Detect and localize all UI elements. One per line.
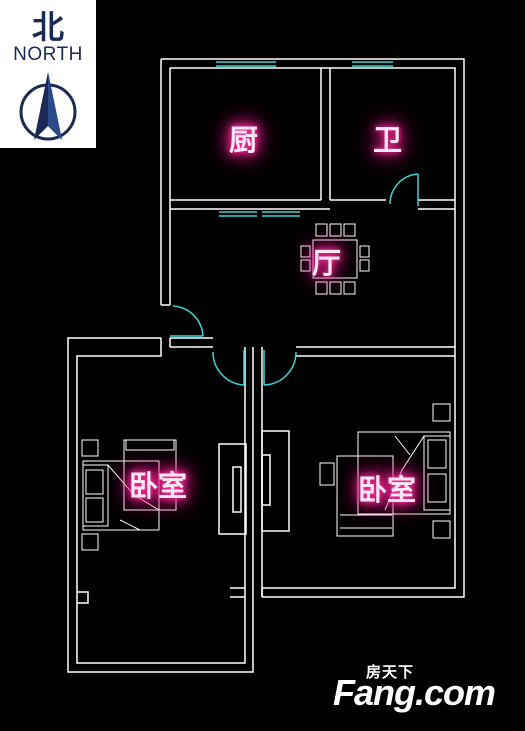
dining-table	[312, 239, 358, 279]
central-partition-lower	[244, 386, 263, 597]
kitchen-bath-wall	[320, 68, 331, 200]
entry-door	[170, 305, 204, 337]
left-nightstand-2	[81, 533, 99, 551]
left-bed-pillow-1	[85, 469, 104, 495]
dining-chair-4	[315, 281, 328, 295]
room-label-kitchen: 厨	[229, 123, 259, 157]
dining-chair-10	[359, 259, 370, 272]
dining-chair-7	[300, 245, 311, 258]
bath-window	[352, 61, 393, 67]
right-nightstand-1	[432, 403, 451, 422]
walls	[67, 58, 465, 673]
central-partition	[244, 347, 263, 386]
bathroom-door	[389, 173, 419, 206]
windows	[216, 61, 393, 217]
right-bed-pillow-1	[427, 439, 447, 469]
bath-lower-wall	[330, 199, 455, 210]
left-bedroom-notch	[77, 587, 245, 604]
right-desk-chair	[319, 462, 335, 486]
compass-north-en: NORTH	[13, 44, 83, 65]
watermark-logo: Fang.com	[333, 672, 496, 713]
room-label-living: 厅	[312, 246, 342, 280]
dining-chair-8	[300, 259, 311, 272]
left-bed-headboard	[82, 464, 109, 527]
inner-wall-top	[170, 67, 456, 589]
dining-set	[300, 223, 370, 295]
right-bedroom-door	[263, 350, 297, 386]
left-bed-blanket	[107, 464, 160, 531]
living-bottom-wall-right	[296, 346, 455, 357]
left-bed-pillow-2	[85, 497, 104, 523]
left-bedroom-outer	[67, 337, 254, 673]
left-bedroom-door	[212, 350, 245, 386]
left-bed	[81, 439, 177, 551]
wardrobe-left-inner	[232, 466, 242, 513]
kitchen-window	[216, 61, 276, 67]
compass: 北 NORTH	[0, 0, 96, 148]
wardrobe-left	[218, 443, 247, 535]
wardrobe-right-inner	[261, 454, 271, 506]
room-label-bedroom-left: 卧室	[129, 469, 188, 503]
right-bed-pillow-2	[427, 473, 447, 503]
dining-chair-9	[359, 245, 370, 258]
north-arrow-icon	[19, 72, 77, 141]
outer-wall-top	[161, 58, 465, 598]
right-nightstand-2	[432, 520, 451, 539]
left-bedroom-inner	[76, 347, 246, 664]
dining-chair-2	[329, 223, 342, 237]
right-bed	[319, 403, 451, 539]
entry-wall	[161, 304, 171, 347]
compass-north-cn: 北	[31, 8, 64, 46]
kitchen-lower-wall	[170, 199, 330, 210]
dining-chair-5	[329, 281, 342, 295]
kitchen-pass-window-2	[262, 211, 300, 217]
left-desk-top	[125, 439, 175, 451]
right-desk-shadow	[340, 514, 392, 529]
right-bed-blanket	[384, 435, 425, 511]
left-nightstand-1	[81, 439, 99, 457]
dining-chair-6	[343, 281, 356, 295]
living-bottom-wall	[170, 337, 213, 348]
right-bed-headboard	[423, 435, 451, 511]
kitchen-pass-window-1	[219, 211, 257, 217]
dining-chair-1	[315, 223, 328, 237]
room-label-bathroom: 卫	[373, 123, 403, 157]
dining-chair-3	[343, 223, 356, 237]
right-desk	[336, 455, 394, 537]
wardrobe-right	[261, 430, 290, 532]
doors	[170, 173, 419, 386]
watermark-cn: 房天下	[366, 663, 415, 681]
room-label-bedroom-right: 卧室	[358, 473, 417, 507]
